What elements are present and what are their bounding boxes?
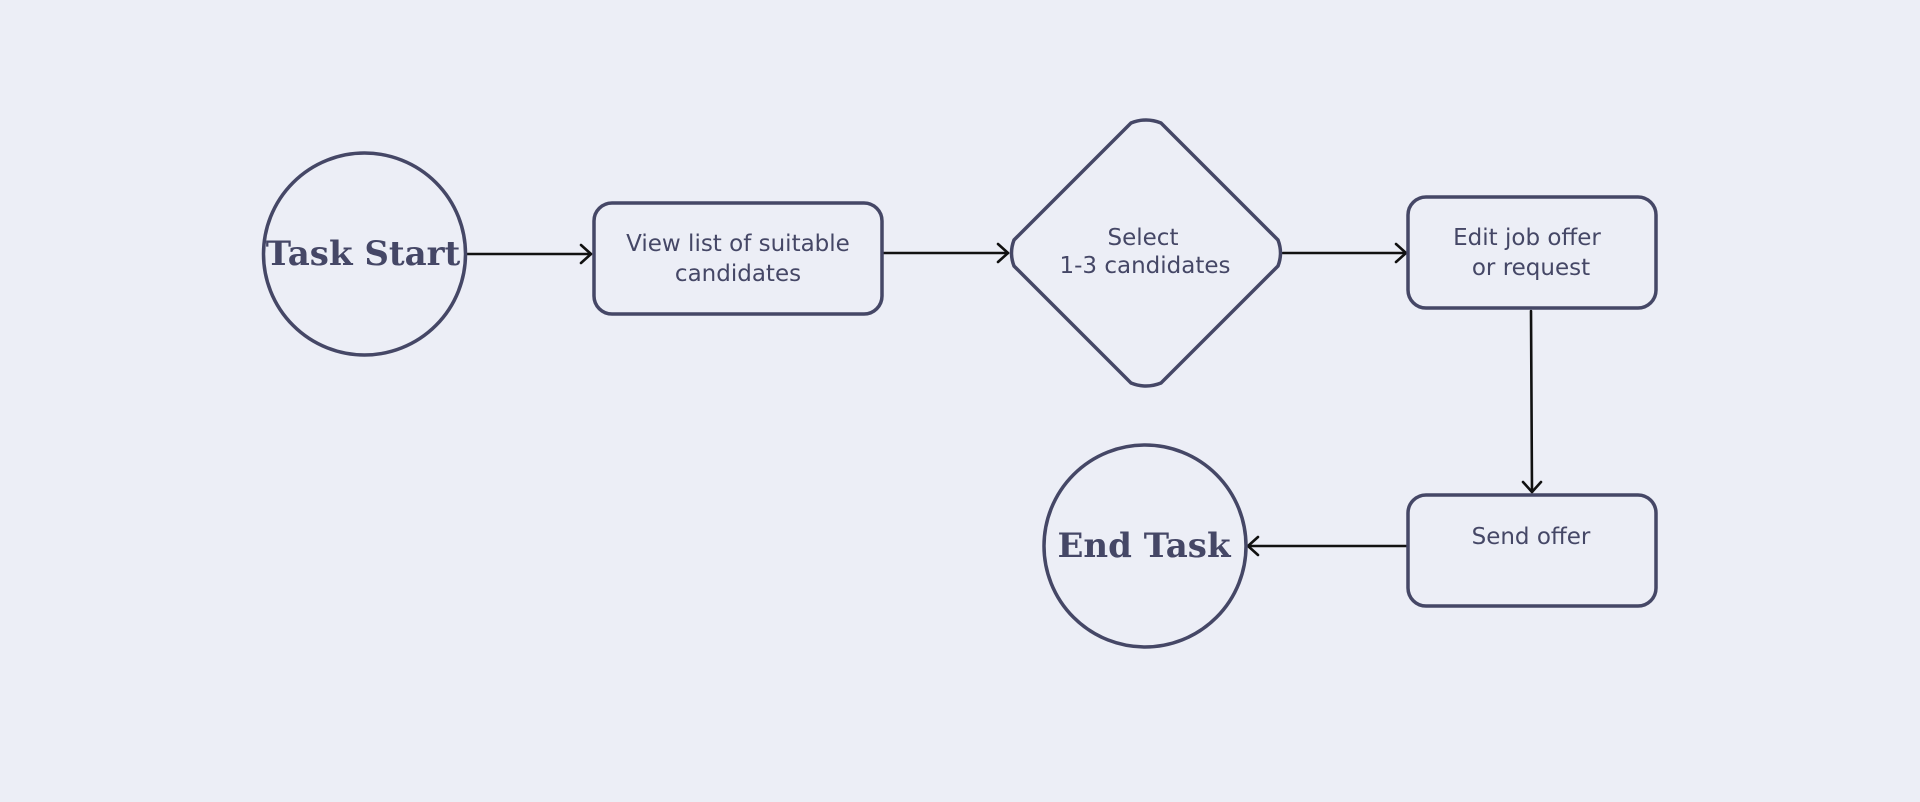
node-send-offer: Send offer bbox=[1406, 493, 1658, 608]
start-circle bbox=[261, 151, 468, 357]
edges bbox=[464, 242, 1543, 557]
edit-offer-box bbox=[1406, 195, 1658, 310]
send-offer-label: Send offer bbox=[1472, 524, 1591, 550]
view-list-box bbox=[592, 201, 884, 316]
edit-offer-label-line1: Edit job offer bbox=[1453, 225, 1601, 251]
edit-offer-label-line2: or request bbox=[1472, 255, 1590, 281]
node-select-candidates: Select 1-3 candidates bbox=[1009, 118, 1283, 388]
end-circle bbox=[1042, 443, 1248, 649]
node-view-list: View list of suitable candidates bbox=[592, 201, 884, 316]
select-candidates-label-line2: 1-3 candidates bbox=[1059, 253, 1230, 279]
edge-edit-offer-to-send-offer bbox=[1521, 309, 1543, 494]
end-task-label: End Task bbox=[1057, 526, 1231, 566]
send-offer-box bbox=[1406, 493, 1658, 608]
view-list-label-line2: candidates bbox=[675, 261, 801, 287]
edge-view-list-to-select-candidates bbox=[881, 242, 1010, 264]
node-end-task: End Task bbox=[1042, 443, 1248, 649]
node-edit-offer: Edit job offer or request bbox=[1406, 195, 1658, 310]
edge-task-start-to-view-list bbox=[464, 243, 593, 265]
view-list-label-line1: View list of suitable bbox=[626, 231, 850, 257]
edge-select-candidates-to-edit-offer bbox=[1281, 242, 1408, 264]
node-task-start: Task Start bbox=[261, 151, 468, 357]
task-start-label: Task Start bbox=[266, 234, 461, 274]
decision-diamond bbox=[1009, 118, 1283, 388]
select-candidates-label-line1: Select bbox=[1108, 225, 1179, 251]
edge-send-offer-to-end-task bbox=[1246, 535, 1408, 557]
